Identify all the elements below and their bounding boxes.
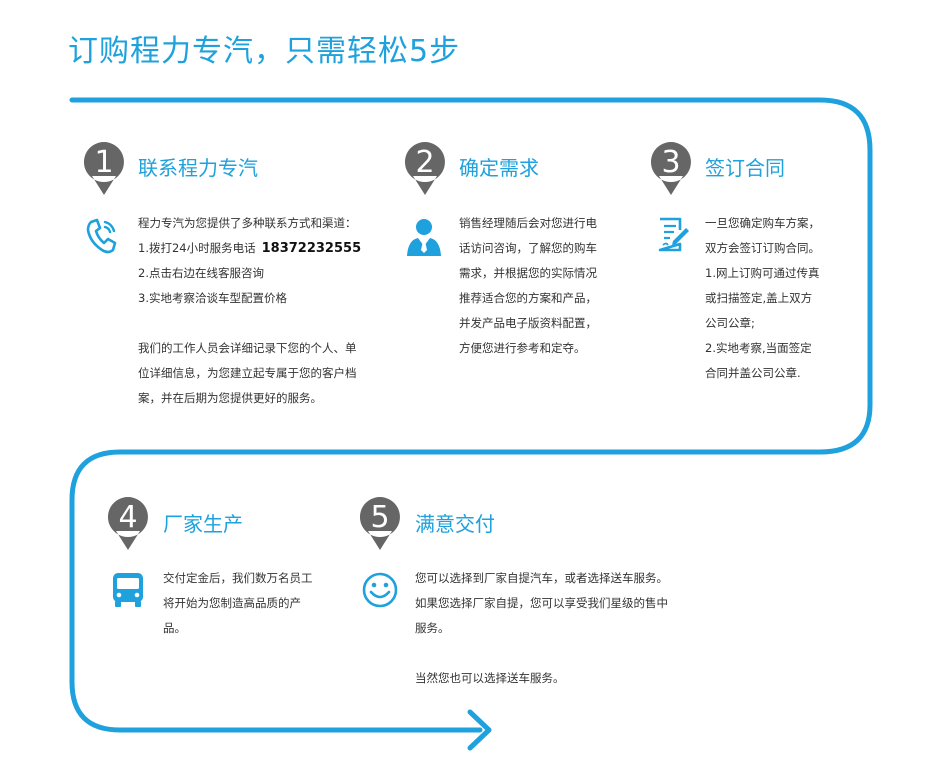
step-1-marker: 1 [82, 140, 126, 202]
step-5-line: 服务。 [415, 621, 450, 635]
page-title: 订购程力专汽，只需轻松5步 [68, 34, 461, 69]
step-4-line: 将开始为您制造高品质的产 [163, 596, 301, 610]
step-5-marker: 5 [358, 495, 402, 557]
step-2-title: 确定需求 [459, 156, 539, 180]
step-2-marker: 2 [403, 140, 447, 202]
step-1-number: 1 [94, 145, 114, 180]
step-1-line: 位详细信息，为您建立起专属于您的客户档 [138, 366, 357, 380]
step-4-line: 交付定金后，我们数万名员工 [163, 571, 313, 585]
step-1-line: 程力专汽为您提供了多种联系方式和渠道： [138, 216, 357, 230]
step-2-line: 并发产品电子版资料配置， [459, 316, 597, 330]
step-3-line: 1.网上订购可通过传真 [705, 266, 820, 280]
step-3-description: 一旦您确定购车方案， 双方会签订订购合同。 1.网上订购可通过传真 或扫描签定,… [705, 211, 855, 386]
step-4-line: 品。 [163, 621, 186, 635]
user-icon [404, 216, 444, 256]
phone-icon [82, 216, 122, 256]
step-4-title: 厂家生产 [163, 512, 243, 536]
step-2-number: 2 [415, 145, 435, 180]
step-1-line: 2.点击右边在线客服咨询 [138, 266, 264, 280]
step-3-line: 2.实地考察,当面签定 [705, 341, 812, 355]
step-1-description: 程力专汽为您提供了多种联系方式和渠道： 1.拨打24小时服务电话 18372232… [138, 211, 378, 411]
step-5-title: 满意交付 [415, 512, 495, 536]
step-2-line: 销售经理随后会对您进行电 [459, 216, 597, 230]
phone-number[interactable]: 18372232555 [261, 241, 362, 256]
step-5-description: 您可以选择到厂家自提汽车，或者选择送车服务。 如果您选择厂家自提，您可以享受我们… [415, 566, 705, 691]
smiley-icon [360, 570, 400, 610]
step-3-line: 一旦您确定购车方案， [705, 216, 820, 230]
step-5-number: 5 [370, 500, 390, 535]
step-3-line: 或扫描签定,盖上双方 [705, 291, 813, 305]
step-5-line: 当然您也可以选择送车服务。 [415, 671, 565, 685]
step-4-marker: 4 [106, 495, 150, 557]
contract-icon [652, 214, 692, 254]
step-1-line: 1.拨打24小时服务电话 [138, 241, 256, 255]
step-1-line: 案，并在后期为您提供更好的服务。 [138, 391, 322, 405]
step-5-line: 如果您选择厂家自提，您可以享受我们星级的售中 [415, 596, 668, 610]
bus-icon [108, 570, 148, 610]
step-3-line: 合同并盖公司公章. [705, 366, 801, 380]
step-1-title: 联系程力专汽 [138, 156, 258, 180]
step-2-line: 需求，并根据您的实际情况 [459, 266, 597, 280]
step-5-line: 您可以选择到厂家自提汽车，或者选择送车服务。 [415, 571, 668, 585]
step-3-marker: 3 [649, 140, 693, 202]
step-3-line: 双方会签订订购合同。 [705, 241, 820, 255]
step-2-line: 推荐适合您的方案和产品， [459, 291, 597, 305]
step-3-title: 签订合同 [705, 156, 785, 180]
step-2-description: 销售经理随后会对您进行电 话访问咨询，了解您的购车 需求，并根据您的实际情况 推… [459, 211, 629, 361]
step-1-line: 我们的工作人员会详细记录下您的个人、单 [138, 341, 357, 355]
step-3-line: 公司公章; [705, 316, 755, 330]
step-2-line: 话访问咨询，了解您的购车 [459, 241, 597, 255]
step-3-number: 3 [661, 145, 681, 180]
step-4-description: 交付定金后，我们数万名员工 将开始为您制造高品质的产 品。 [163, 566, 343, 641]
step-4-number: 4 [118, 500, 138, 535]
step-1-line: 3.实地考察洽谈车型配置价格 [138, 291, 287, 305]
step-2-line: 方便您进行参考和定夺。 [459, 341, 586, 355]
